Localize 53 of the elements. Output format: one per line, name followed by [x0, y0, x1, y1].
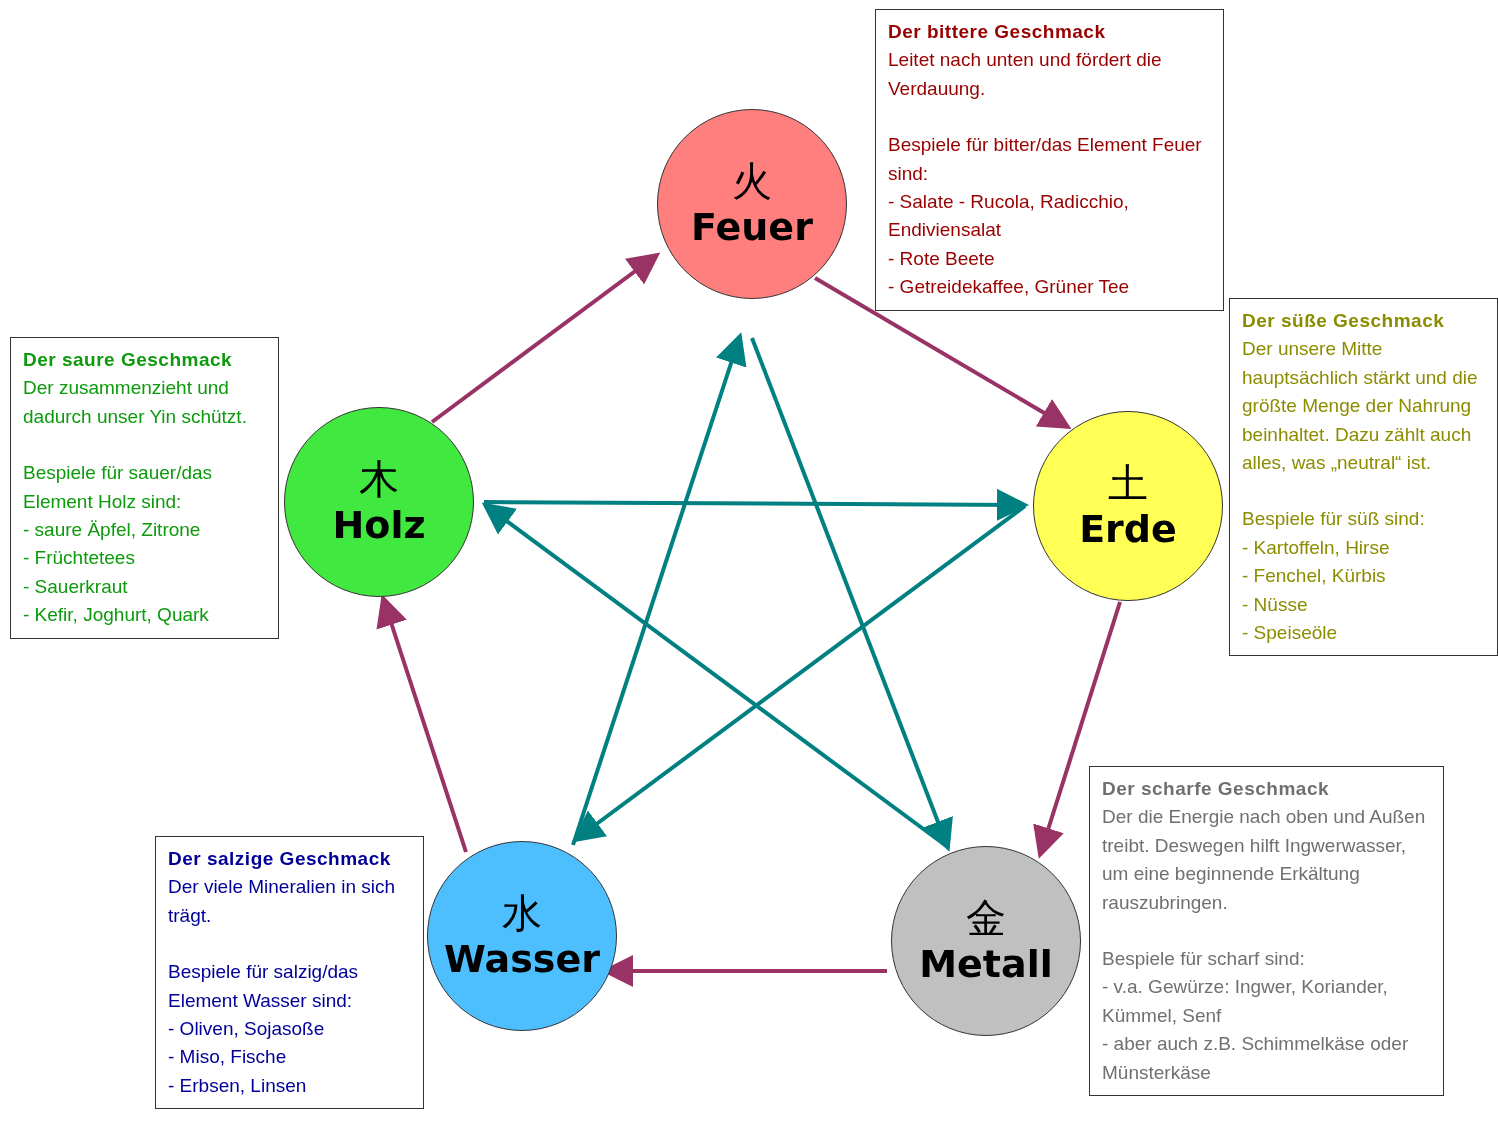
arrow	[430, 252, 661, 424]
info-box	[1229, 298, 1498, 657]
info-box	[155, 836, 424, 1110]
description-text: Der zusammenzieht und dadurch unser Yin schützt.	[23, 376, 248, 429]
chinese-character: 火	[732, 158, 772, 204]
examples-intro: Bespiele für bitter/das Element Feuer sind:	[888, 133, 1203, 186]
taste-heading: Der süße Geschmack	[1242, 309, 1446, 333]
arrow	[750, 337, 953, 852]
element-name: Feuer	[691, 204, 813, 250]
info-box	[10, 337, 279, 639]
chinese-character: 金	[966, 895, 1006, 941]
taste-heading: Der bittere Geschmack	[888, 20, 1107, 44]
element-name: Wasser	[444, 936, 600, 982]
list-item: - Früchtetees	[23, 546, 136, 571]
description-text: Der viele Mineralien in sich trägt.	[168, 875, 397, 928]
list-item: - Nüsse	[1242, 592, 1309, 617]
taste-heading: Der salzige Geschmack	[168, 847, 392, 871]
examples-intro: Bespiele für salzig/das Element Wasser sind:	[168, 960, 360, 1013]
arrow	[1033, 601, 1122, 859]
list-item: - Sauerkraut	[23, 574, 129, 599]
taste-heading: Der scharfe Geschmack	[1102, 777, 1330, 801]
chinese-character: 土	[1108, 460, 1148, 506]
list-item: - Erbsen, Linsen	[168, 1073, 308, 1098]
arrow	[571, 332, 747, 846]
list-item: - Getreidekaffee, Grüner Tee	[888, 275, 1131, 300]
list-item: - Rote Beete	[888, 246, 996, 271]
element-name: Holz	[332, 502, 426, 548]
info-box	[1089, 766, 1444, 1097]
list-item: - saure Äpfel, Zitrone	[23, 518, 202, 543]
element-name: Metall	[919, 941, 1053, 987]
list-item: - Miso, Fische	[168, 1045, 288, 1070]
taste-heading: Der saure Geschmack	[23, 348, 234, 372]
examples-intro: Bespiele für scharf sind:	[1102, 947, 1306, 972]
description-text: Der die Energie nach oben und Außen treibt. Deswegen hilft Ingwerwasser, um eine beginnende Erkältung rauszubringen.	[1102, 805, 1427, 915]
element-name: Erde	[1079, 506, 1177, 552]
chinese-character: 木	[359, 456, 399, 502]
list-item: - Kartoffeln, Hirse	[1242, 535, 1391, 560]
arrow	[814, 276, 1072, 430]
list-item: - Speiseöle	[1242, 621, 1339, 646]
chinese-character: 水	[502, 890, 542, 936]
list-item: - Salate - Rucola, Radicchio, Endiviensalat	[888, 190, 1130, 243]
arrow	[571, 504, 1027, 843]
description-text: Leitet nach unten und fördert die Verdauung.	[888, 48, 1163, 101]
examples-intro: Bespiele für süß sind:	[1242, 507, 1426, 532]
arrow	[484, 488, 1029, 521]
list-item: - aber auch z.B. Schimmelkäse oder Münsterkäse	[1102, 1032, 1410, 1085]
list-item: - v.a. Gewürze: Ingwer, Koriander, Kümmel, Senf	[1102, 975, 1389, 1028]
list-item: - Oliven, Sojasoße	[168, 1017, 326, 1042]
info-box	[875, 9, 1224, 311]
description-text: Der unsere Mitte hauptsächlich stärkt und die größte Menge der Nahrung beinhaltet. Dazu zählt auch alles, was „neutral“ ist.	[1242, 337, 1479, 476]
list-item: - Kefir, Joghurt, Quark	[23, 603, 210, 628]
examples-intro: Bespiele für sauer/das Element Holz sind:	[23, 461, 214, 514]
list-item: - Fenchel, Kürbis	[1242, 564, 1387, 589]
